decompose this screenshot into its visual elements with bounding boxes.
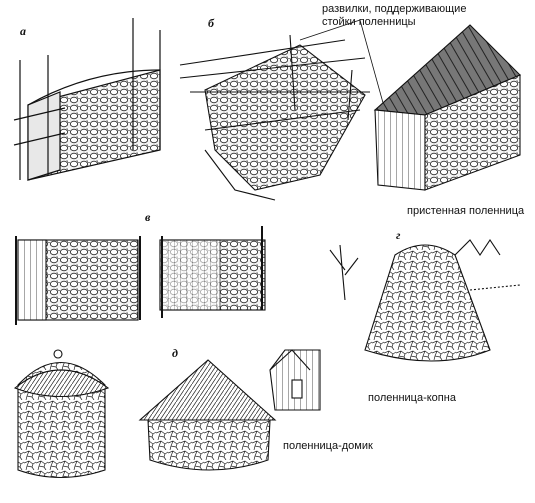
label-haystack: поленница-копна [368, 392, 456, 405]
figure-b-cross-stack [180, 20, 385, 200]
figure-g-haystack [330, 240, 520, 361]
figure-v-post-stacks [16, 226, 265, 325]
figure-letter-d: д [172, 346, 178, 361]
figure-letter-v: в [145, 210, 150, 225]
figure-round-stack [15, 350, 108, 478]
label-wall-stack: пристенная поленница [407, 205, 524, 218]
figure-letter-a: а [20, 24, 26, 39]
label-forks-line2: стойки поленницы [322, 16, 416, 29]
figure-a-pole-stack [14, 18, 160, 180]
figure-wall-stack [375, 25, 520, 190]
figure-letter-g: г [396, 228, 400, 243]
label-house-stack: поленница-домик [283, 440, 373, 453]
label-forks-line1: развилки, поддерживающие [322, 3, 466, 16]
figure-letter-b: б [208, 16, 214, 31]
